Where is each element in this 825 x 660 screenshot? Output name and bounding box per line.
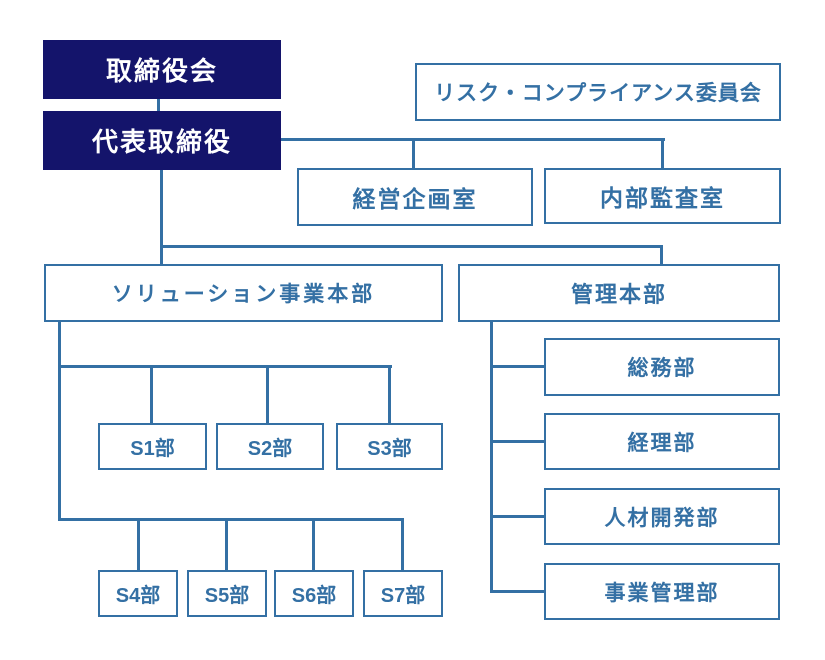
- node-admin-division: 管理本部: [458, 264, 780, 322]
- connector-drop-s5: [225, 518, 228, 570]
- connector-drop-s7: [401, 518, 404, 570]
- node-s7-dept: S7部: [363, 570, 443, 617]
- connector-drop-s6: [312, 518, 315, 570]
- node-risk-compliance-committee: リスク・コンプライアンス委員会: [415, 63, 781, 121]
- connector-ceo-right-horizontal: [281, 138, 665, 141]
- connector-drop-corporate-planning: [412, 138, 415, 168]
- node-solutions-business-division: ソリューション事業本部: [44, 264, 443, 322]
- node-accounting-dept: 経理部: [544, 413, 780, 470]
- node-s6-dept: S6部: [274, 570, 354, 617]
- connector-admin-spine: [490, 322, 493, 593]
- node-business-management-dept: 事業管理部: [544, 563, 780, 620]
- connector-solutions-spine: [58, 322, 61, 521]
- node-corporate-planning-office: 経営企画室: [297, 168, 533, 226]
- node-s5-dept: S5部: [187, 570, 267, 617]
- connector-drop-admin-division: [660, 245, 663, 264]
- connector-drop-s4: [137, 518, 140, 570]
- connector-board-ceo: [157, 99, 160, 111]
- node-board-of-directors: 取締役会: [43, 40, 281, 99]
- connector-drop-internal-audit: [661, 138, 664, 168]
- node-hr-development-dept: 人材開発部: [544, 488, 780, 545]
- connector-stub-hr-development: [490, 515, 544, 518]
- node-s2-dept: S2部: [216, 423, 324, 470]
- node-s3-dept: S3部: [336, 423, 443, 470]
- connector-ceo-down: [160, 170, 163, 264]
- connector-stub-general-affairs: [490, 365, 544, 368]
- connector-stub-accounting: [490, 440, 544, 443]
- connector-s4567-horizontal: [58, 518, 404, 521]
- node-general-affairs-dept: 総務部: [544, 338, 780, 396]
- node-representative-director: 代表取締役: [43, 111, 281, 170]
- node-s4-dept: S4部: [98, 570, 178, 617]
- node-internal-audit-office: 内部監査室: [544, 168, 781, 224]
- connector-s123-horizontal: [58, 365, 392, 368]
- connector-stub-business-management: [490, 590, 544, 593]
- connector-divisions-horizontal: [160, 245, 663, 248]
- connector-drop-s2: [266, 365, 269, 423]
- node-s1-dept: S1部: [98, 423, 207, 470]
- connector-drop-s3: [388, 365, 391, 423]
- connector-drop-s1: [150, 365, 153, 423]
